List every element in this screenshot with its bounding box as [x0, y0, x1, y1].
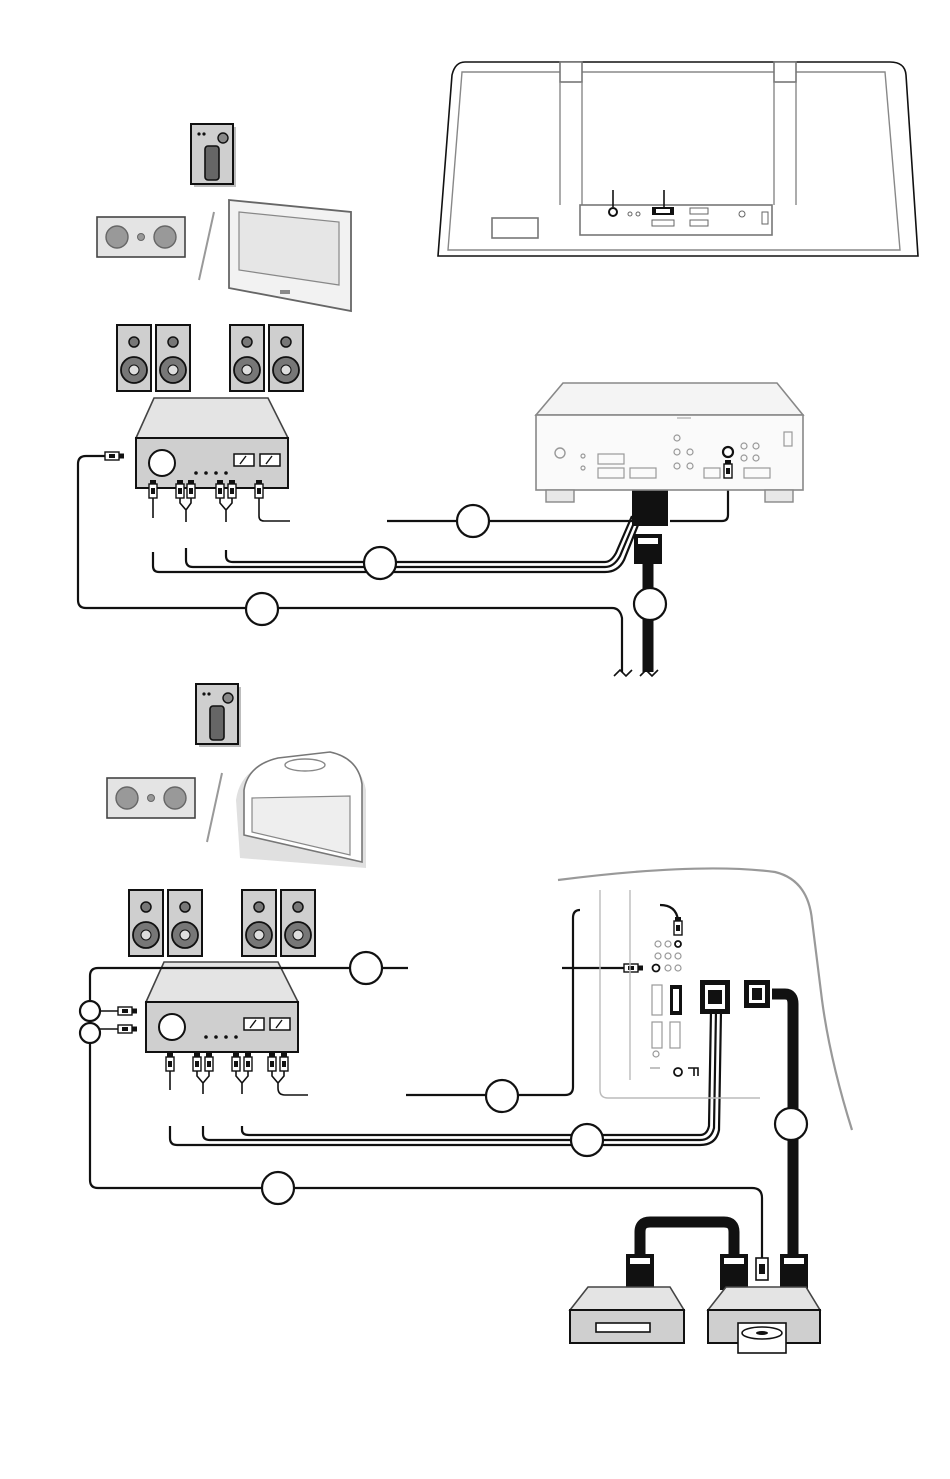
rca-plug-side-icon [118, 1007, 137, 1033]
divider-slash [207, 773, 222, 842]
front-speaker-right-icon [156, 325, 190, 391]
subwoofer-icon [196, 684, 241, 747]
badge-2 [364, 547, 396, 579]
rca-plug-side-icon [105, 452, 124, 460]
badge-7 [571, 1124, 603, 1156]
tv-rear-panel-box-icon [536, 383, 803, 502]
rear-speaker-right-icon [269, 325, 303, 391]
badge-6 [486, 1080, 518, 1112]
rear-speaker-right-icon [281, 890, 315, 956]
badge-side-a [80, 1001, 100, 1021]
badge-5 [350, 952, 382, 984]
badge-8 [262, 1172, 294, 1204]
flat-tv-icon [229, 200, 351, 311]
subwoofer-icon [191, 124, 236, 187]
front-speaker-left-icon [129, 890, 163, 956]
center-speaker-icon [97, 217, 185, 257]
badge-9 [775, 1108, 807, 1140]
vcr-icon [570, 1287, 684, 1343]
badge-3 [246, 593, 278, 625]
amplifier-icon [136, 398, 288, 488]
dvd-icon [708, 1287, 820, 1353]
rca-plug-icon [166, 1053, 288, 1071]
rear-speaker-left-icon [230, 325, 264, 391]
crt-tv-icon [236, 752, 366, 868]
scart-connector-icon [700, 980, 770, 1014]
tv-rear-panel-wide-icon [438, 62, 918, 256]
badge-side-b [80, 1023, 100, 1043]
divider-slash [199, 212, 214, 280]
center-speaker-icon [107, 778, 195, 818]
scart-connector-icon [626, 1254, 808, 1290]
rear-speaker-left-icon [242, 890, 276, 956]
front-speaker-left-icon [117, 325, 151, 391]
amplifier-icon [146, 962, 298, 1052]
front-speaker-right-icon [168, 890, 202, 956]
badge-1 [457, 505, 489, 537]
badge-4 [634, 588, 666, 620]
